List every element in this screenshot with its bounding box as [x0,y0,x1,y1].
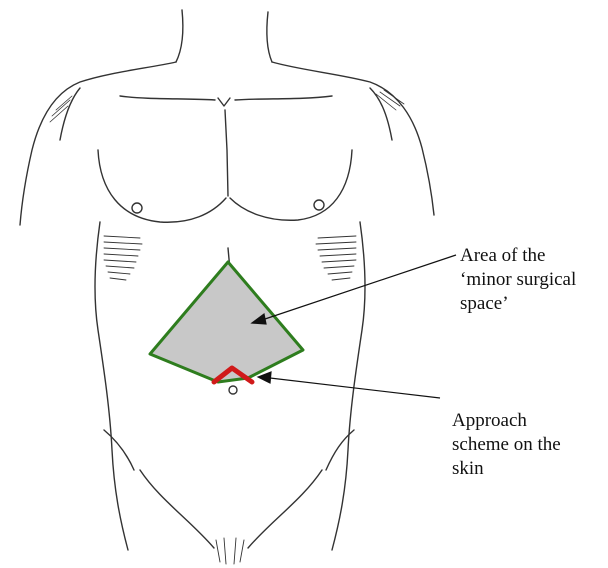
approach-leader-arrowhead [258,372,271,383]
minor-surgical-space-area [150,262,303,382]
left-shoulder [20,62,176,225]
left-flank [95,222,128,550]
approach-label: Approach scheme on the skin [452,409,602,481]
neck-left [176,10,183,62]
left-shoulder-inner [60,88,80,140]
area-leader-line [262,255,456,320]
shoulder-hatching [50,90,404,122]
approach-label-line-1: Approach [452,409,602,433]
area-label-line-1: Area of the [460,244,608,268]
left-rib-hatching [104,236,142,280]
sternal-notch [218,98,230,106]
area-label-line-3: space’ [460,292,608,316]
pubic-lines [216,538,244,564]
approach-label-line-3: skin [452,457,602,481]
area-label-line-2: ‘minor surgical [460,268,608,292]
left-pectoral [98,150,226,222]
right-rib-hatching [316,236,356,280]
right-pectoral [230,150,352,220]
left-nipple [132,203,142,213]
right-clavicle [235,96,332,100]
umbilicus [229,386,237,394]
left-clavicle [120,96,215,100]
right-nipple [314,200,324,210]
lower-flank-right [326,430,354,470]
area-label: Area of the ‘minor surgical space’ [460,244,608,316]
right-shoulder-inner [370,88,392,140]
left-groin [140,470,214,548]
sternum [225,110,228,196]
right-groin [248,470,322,548]
right-shoulder [272,62,434,215]
approach-label-line-2: scheme on the [452,433,602,457]
lower-flank-left [104,430,134,470]
neck-right [267,12,272,62]
